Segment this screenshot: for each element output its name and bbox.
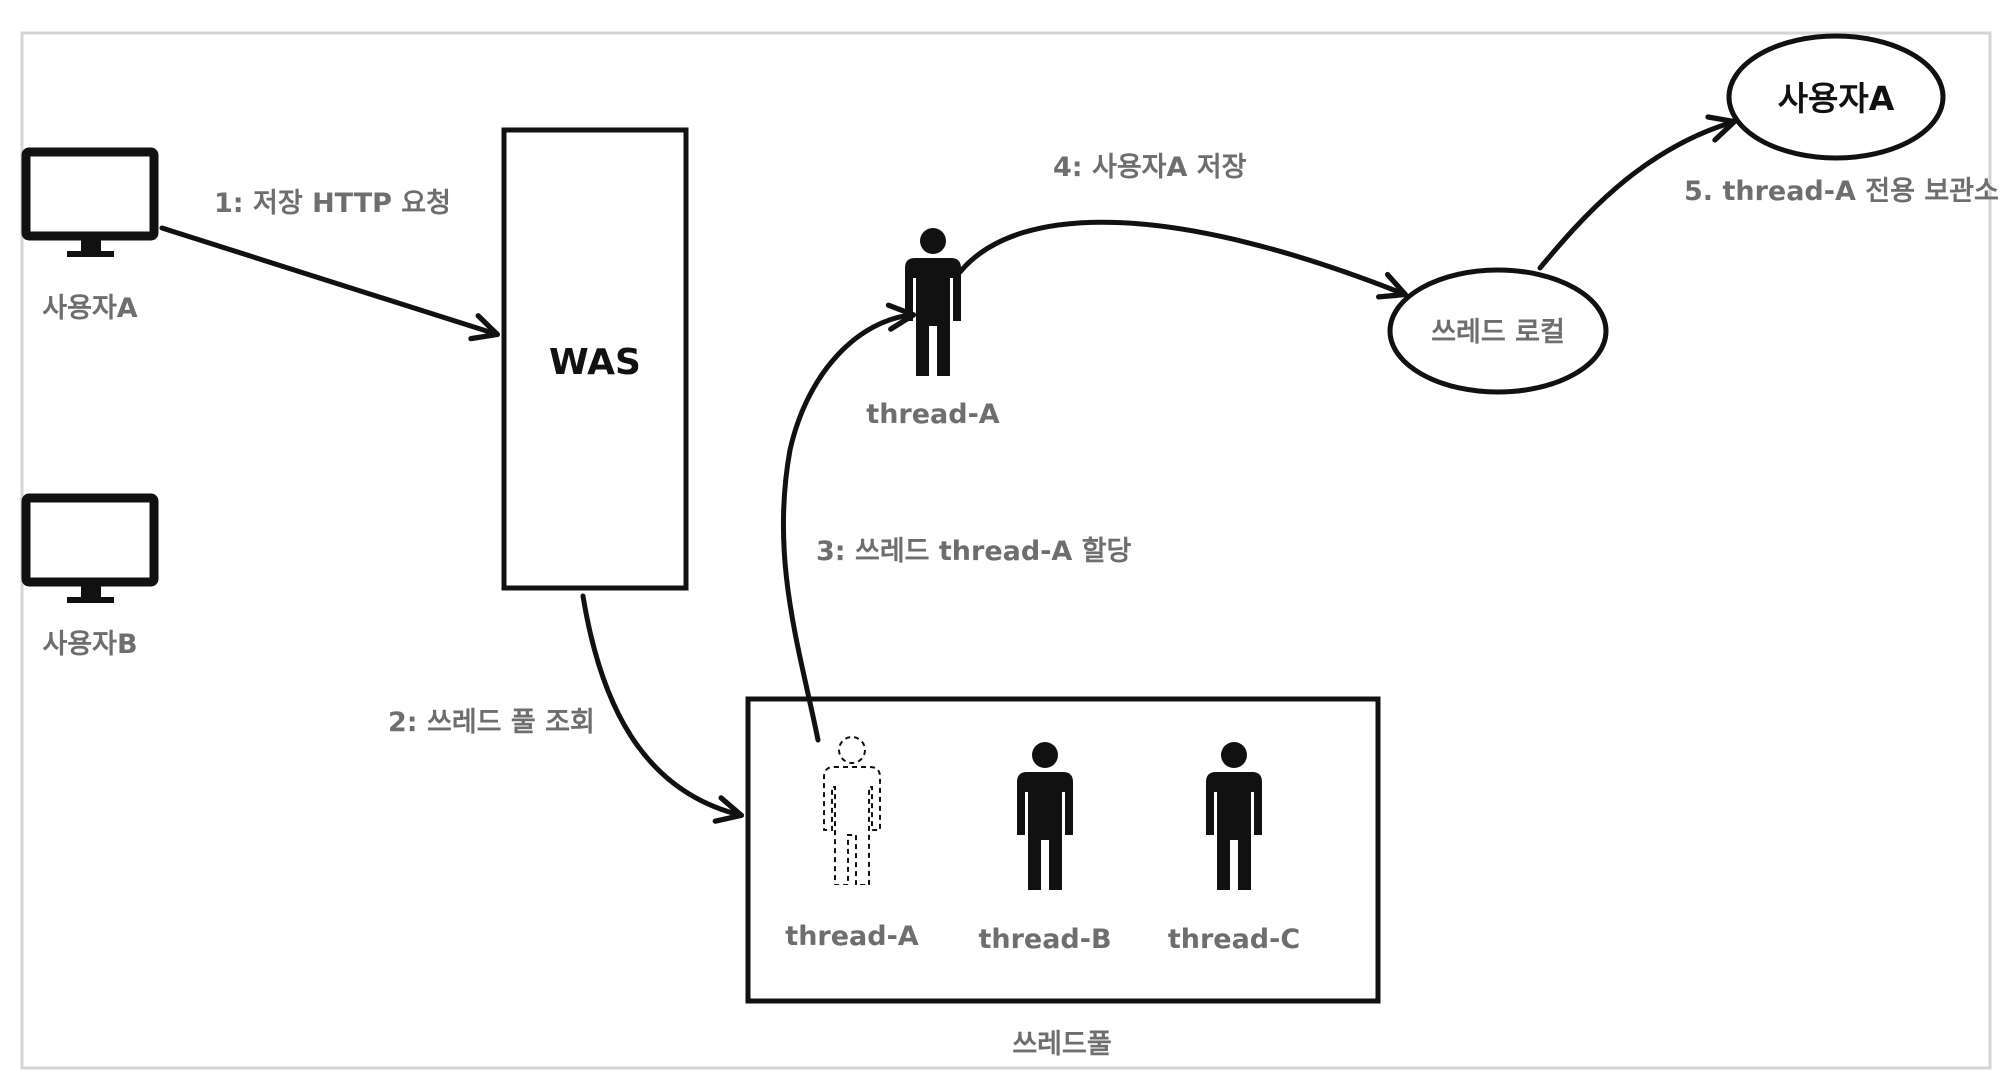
thread-c-person-icon	[1206, 742, 1262, 890]
pool-thread-label: thread-A	[785, 921, 919, 952]
thread-b-person-icon	[1017, 742, 1073, 890]
step3-label: 3: 쓰레드 thread-A 할당	[816, 536, 1132, 567]
thread-local-ellipse	[1387, 267, 1609, 395]
arrow-step1	[159, 225, 501, 342]
step1-label: 1: 저장 HTTP 요청	[214, 188, 451, 219]
active-thread-label: thread-A	[866, 399, 1000, 430]
user-a-label: 사용자A	[42, 293, 138, 324]
pool-thread-label: thread-C	[1168, 924, 1300, 955]
step5-label: 5. thread-A 전용 보관소	[1684, 176, 1999, 207]
arrow-step4	[957, 219, 1409, 300]
thread-pool-box	[745, 696, 1381, 1004]
storage-value: 사용자A	[1778, 79, 1895, 118]
storage-ellipse	[1726, 33, 1946, 161]
arrow-step3	[780, 302, 917, 743]
thread-pool-label: 쓰레드풀	[1012, 1029, 1111, 1060]
arrow-step5	[1537, 114, 1738, 271]
thread-local-label: 쓰레드 로컬	[1431, 317, 1565, 348]
user-b-monitor-icon	[21, 493, 159, 603]
pool-thread-label: thread-B	[978, 924, 1111, 955]
was-box	[501, 127, 689, 591]
thread-a-active-person-icon	[905, 228, 961, 376]
user-b-label: 사용자B	[42, 629, 137, 660]
was-label: WAS	[549, 342, 641, 383]
user-a-monitor-icon	[21, 147, 159, 257]
step4-label: 4: 사용자A 저장	[1053, 152, 1247, 183]
thread-a-pool-person-icon	[823, 736, 881, 885]
arrow-step2	[580, 593, 745, 824]
step2-label: 2: 쓰레드 풀 조회	[388, 707, 595, 738]
